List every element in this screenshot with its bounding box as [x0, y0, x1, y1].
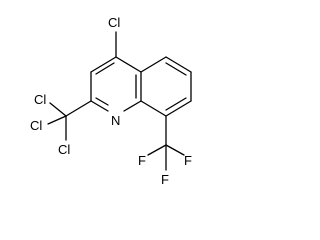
- bond-c5-c6-double: [165, 62, 187, 76]
- bond-c2-n: [90, 100, 109, 112]
- atom-f-c: F: [161, 172, 169, 187]
- bond-n-c8a: [123, 100, 142, 112]
- atom-n-ring: N: [111, 113, 120, 128]
- bond-c4-c3: [90, 56, 117, 73]
- bond-c5-c6: [165, 56, 192, 73]
- bond-c7-c8-double: [165, 97, 187, 111]
- atom-cl-b: Cl: [30, 118, 42, 133]
- bond-c4-c3-double: [95, 62, 115, 75]
- bond-ccl3-cl-b: [47, 115, 67, 125]
- atom-f-a: F: [138, 153, 146, 168]
- atom-cl-a: Cl: [34, 92, 46, 107]
- bond-c4a-c5: [140, 56, 167, 73]
- bond-cf3-f-b: [165, 144, 185, 156]
- bond-c4-c4a: [115, 56, 142, 73]
- molecule-structure: Cl N Cl Cl Cl F F F: [30, 15, 192, 187]
- atom-cl-c: Cl: [58, 142, 70, 157]
- bond-c8-c8a: [140, 100, 167, 117]
- atom-f-b: F: [184, 153, 192, 168]
- bond-c2-ccl3: [65, 100, 92, 117]
- bond-ccl3-cl-a: [49, 102, 67, 117]
- bond-c7-c8: [165, 100, 192, 117]
- bond-c2-n-double: [95, 97, 109, 106]
- bond-cf3-f-a: [147, 144, 167, 156]
- atom-cl-ring: Cl: [108, 15, 120, 30]
